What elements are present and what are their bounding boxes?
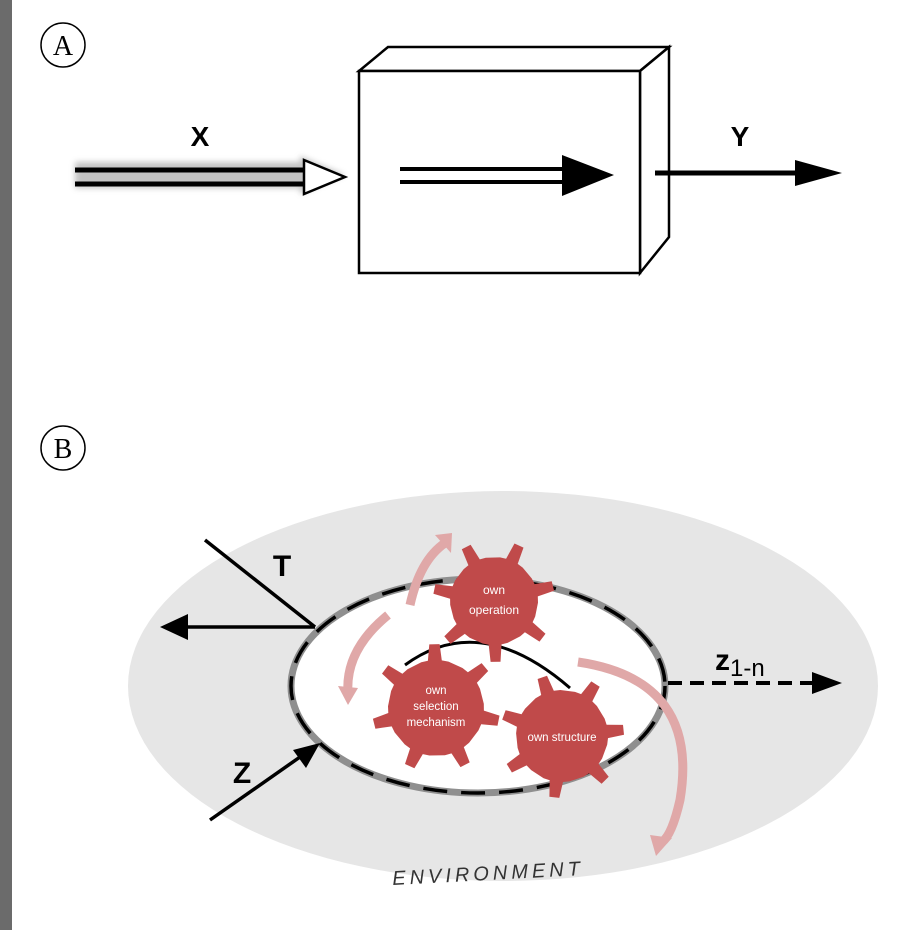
gear-layer: [372, 543, 624, 798]
arrow-z: [208, 743, 320, 822]
feedback-arrow-right: [577, 657, 688, 856]
gear-selection-label-3: mechanism: [407, 717, 466, 729]
feedback-arrow-left: [338, 611, 391, 705]
gear-selection-label-2: selection: [413, 701, 458, 713]
input-arrow-x: [75, 156, 349, 196]
arrow-t: [160, 538, 317, 640]
output-z-main: z: [715, 644, 730, 677]
panel-a-letter: A: [53, 31, 74, 62]
panel-b: B T Z z1-n: [40, 425, 878, 890]
output-dashed-arrow: [668, 672, 842, 694]
gear-selection-label-1: own: [425, 685, 446, 697]
gear-own-selection-mechanism: [372, 644, 500, 769]
figure-panel: A X Y B: [12, 0, 897, 930]
gear-operation-label-1: own: [483, 583, 505, 597]
gear-structure-label: own structure: [527, 732, 596, 744]
figure-canvas: A X Y B: [40, 22, 878, 890]
panel-a-badge: A: [40, 22, 86, 68]
feedback-arrow-top: [405, 533, 452, 606]
output-z-label: z1-n: [715, 644, 765, 682]
panel-b-badge: B: [40, 425, 86, 471]
gear-operation-label-2: operation: [469, 603, 519, 617]
black-box: [355, 44, 673, 277]
gear-own-operation: [433, 543, 555, 662]
panel-b-letter: B: [54, 434, 73, 465]
arrow-z-label: Z: [233, 757, 251, 790]
gear-own-structure: [502, 675, 624, 798]
output-z-subscript: 1-n: [730, 655, 765, 682]
internal-arrow: [400, 155, 614, 196]
panel-a: A X Y: [40, 22, 842, 277]
input-label-x: X: [191, 121, 210, 152]
arrow-t-label: T: [273, 550, 291, 583]
output-label-y: Y: [731, 121, 750, 152]
output-arrow-y: [655, 160, 842, 186]
